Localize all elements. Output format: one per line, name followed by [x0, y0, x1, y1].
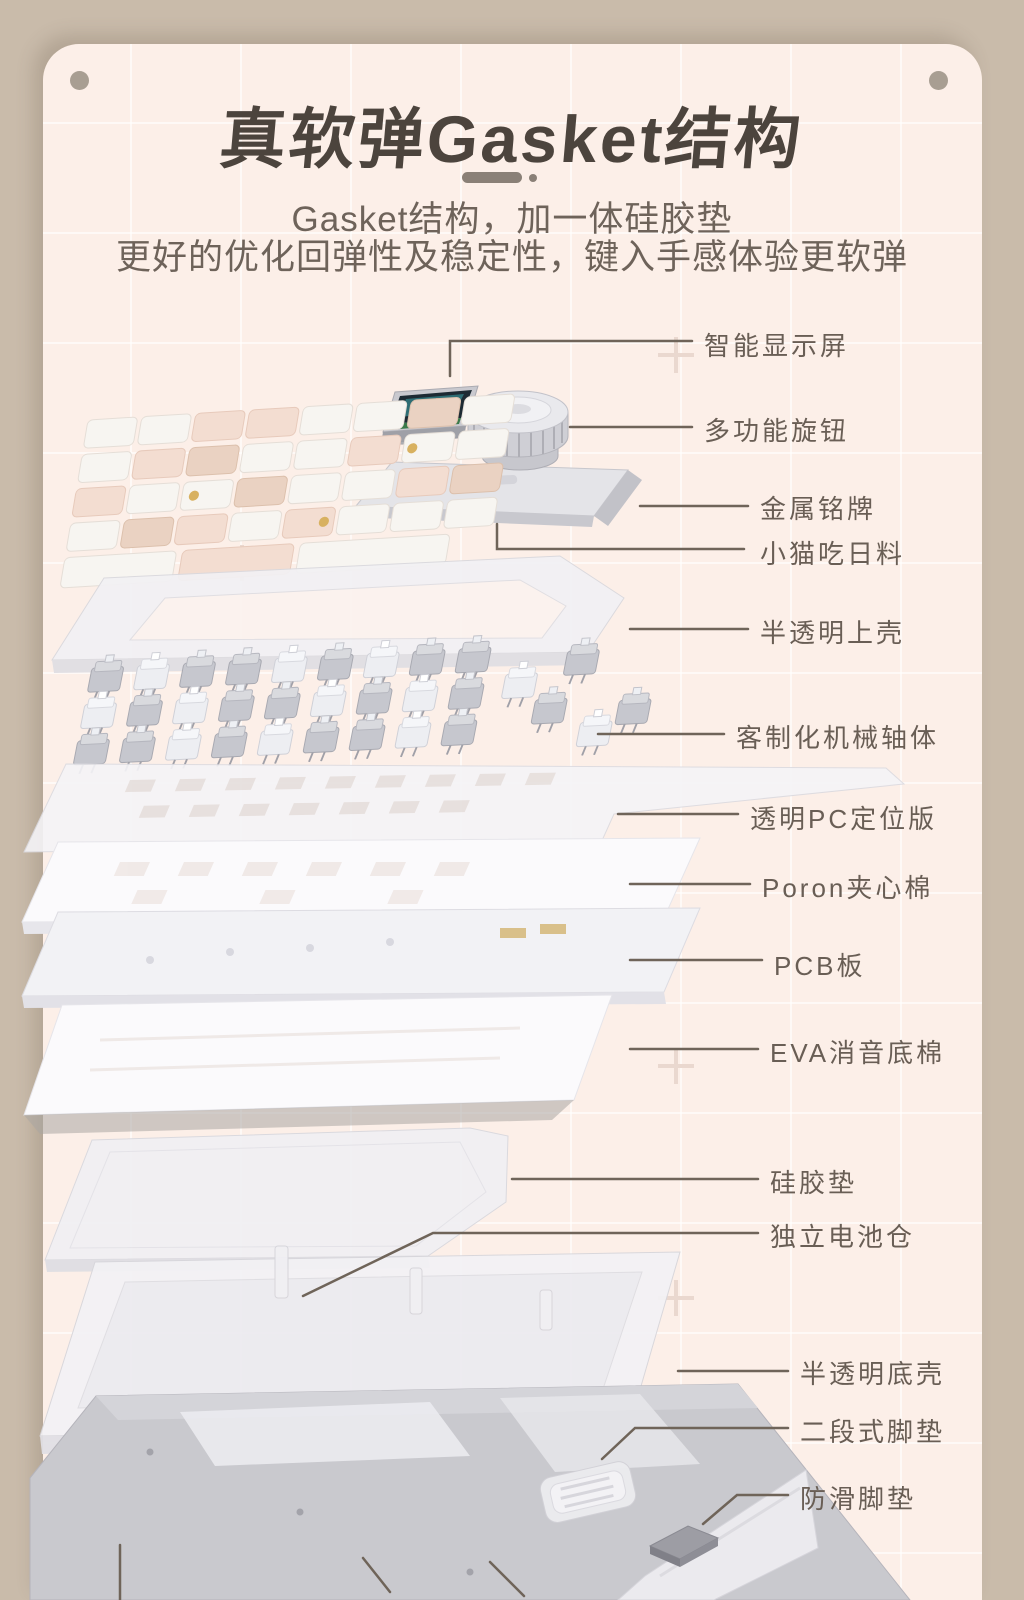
leader-lines	[118, 339, 790, 1600]
anti-slip-pad	[648, 1525, 720, 1567]
label-eva-foam: EVA消音底棉	[770, 1038, 946, 1068]
grid-cross-mark	[658, 1048, 694, 1084]
divider-dot	[529, 174, 537, 182]
pcb-layer	[21, 907, 701, 1008]
subtitle-line-2: 更好的优化回弹性及稳定性，键入手感体验更软弹	[115, 238, 908, 277]
label-anti-slip-feet: 防滑脚垫	[800, 1484, 917, 1514]
corner-pin-dot-left	[70, 71, 89, 90]
grid-cross-mark	[658, 337, 694, 373]
label-multi-function-knob: 多功能旋钮	[704, 416, 850, 446]
eva-foam-layer	[23, 994, 613, 1134]
label-smart-display: 智能显示屏	[704, 331, 850, 361]
label-translucent-top-case: 半透明上壳	[760, 618, 906, 648]
label-pcb: PCB板	[774, 951, 866, 981]
label-translucent-bottom-case: 半透明底壳	[800, 1359, 946, 1389]
two-stage-foot	[539, 1461, 637, 1523]
label-silicone-pad: 硅胶垫	[770, 1168, 858, 1198]
label-keycap-theme: 小猫吃日料	[760, 539, 906, 569]
divider-dash	[462, 172, 522, 183]
label-two-stage-feet: 二段式脚垫	[800, 1417, 946, 1447]
label-pc-plate: 透明PC定位版	[750, 804, 938, 834]
grid-cross-mark	[658, 1280, 694, 1316]
label-battery-compartment: 独立电池仓	[770, 1222, 916, 1252]
subtitle-line-1: Gasket结构，加一体硅胶垫	[291, 200, 733, 239]
label-custom-switches: 客制化机械轴体	[736, 723, 940, 753]
label-poron-foam: Poron夹心棉	[762, 873, 934, 903]
label-metal-nameplate: 金属铭牌	[760, 494, 877, 524]
corner-pin-dot-right	[929, 71, 948, 90]
